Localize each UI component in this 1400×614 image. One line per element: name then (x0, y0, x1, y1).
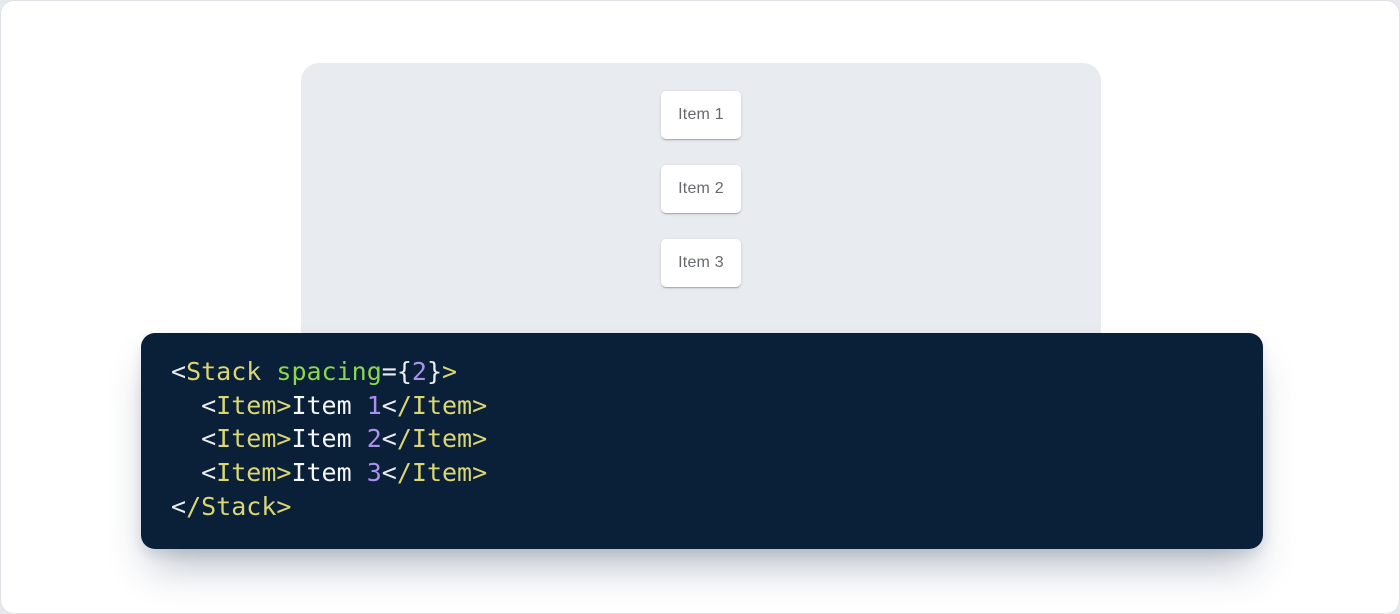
stack-item-card: Item 1 (661, 91, 741, 139)
code-line: <Stack spacing={2}> (171, 355, 1233, 389)
code-token: Item (411, 390, 473, 420)
code-token: > (472, 424, 488, 454)
code-token: < (381, 424, 397, 454)
code-token: / (186, 491, 202, 521)
code-token: Item (291, 424, 367, 454)
code-token: > (276, 491, 292, 521)
code-token: { (396, 357, 412, 386)
code-token (171, 424, 201, 453)
code-line: <Item>Item 3</Item> (171, 456, 1233, 490)
code-token: spacing (276, 357, 382, 386)
code-content: <Stack spacing={2}> <Item>Item 1</Item> … (171, 355, 1233, 524)
code-token: / (396, 390, 412, 420)
code-token: Item (411, 458, 473, 488)
code-token: > (442, 357, 458, 386)
code-token: Item (216, 424, 277, 454)
code-token: Item (291, 458, 367, 488)
code-token: < (201, 390, 217, 420)
code-token (171, 458, 201, 487)
code-token: < (201, 424, 217, 454)
code-line: <Item>Item 1</Item> (171, 389, 1233, 423)
code-line: </Stack> (171, 490, 1233, 524)
code-token: < (201, 458, 217, 488)
code-token: 2 (411, 357, 427, 386)
code-token: Stack (186, 357, 262, 386)
code-token (261, 357, 276, 386)
code-token: / (396, 424, 412, 454)
code-snippet-block: <Stack spacing={2}> <Item>Item 1</Item> … (141, 333, 1263, 549)
code-token (171, 391, 201, 420)
code-token: 1 (366, 390, 382, 420)
code-token: Stack (201, 491, 277, 521)
code-token: / (396, 458, 412, 488)
stack-item-card: Item 2 (661, 165, 741, 213)
code-token: Item (216, 458, 277, 488)
code-token: > (472, 458, 488, 488)
code-token: > (276, 424, 292, 454)
code-token: Item (411, 424, 473, 454)
code-line: <Item>Item 2</Item> (171, 422, 1233, 456)
code-token: 2 (366, 424, 382, 454)
stack-item-card: Item 3 (661, 239, 741, 287)
code-token: < (171, 357, 187, 386)
stack-demo: Item 1 Item 2 Item 3 (301, 91, 1101, 287)
code-token: 3 (366, 458, 382, 488)
code-token: = (381, 357, 397, 386)
code-token: < (171, 491, 187, 521)
code-token: > (472, 390, 488, 420)
code-token: Item (216, 390, 277, 420)
code-token: Item (291, 390, 367, 420)
code-token: } (426, 357, 442, 386)
code-token: > (276, 390, 292, 420)
code-token: < (381, 390, 397, 420)
code-token: < (381, 458, 397, 488)
code-token: > (276, 458, 292, 488)
